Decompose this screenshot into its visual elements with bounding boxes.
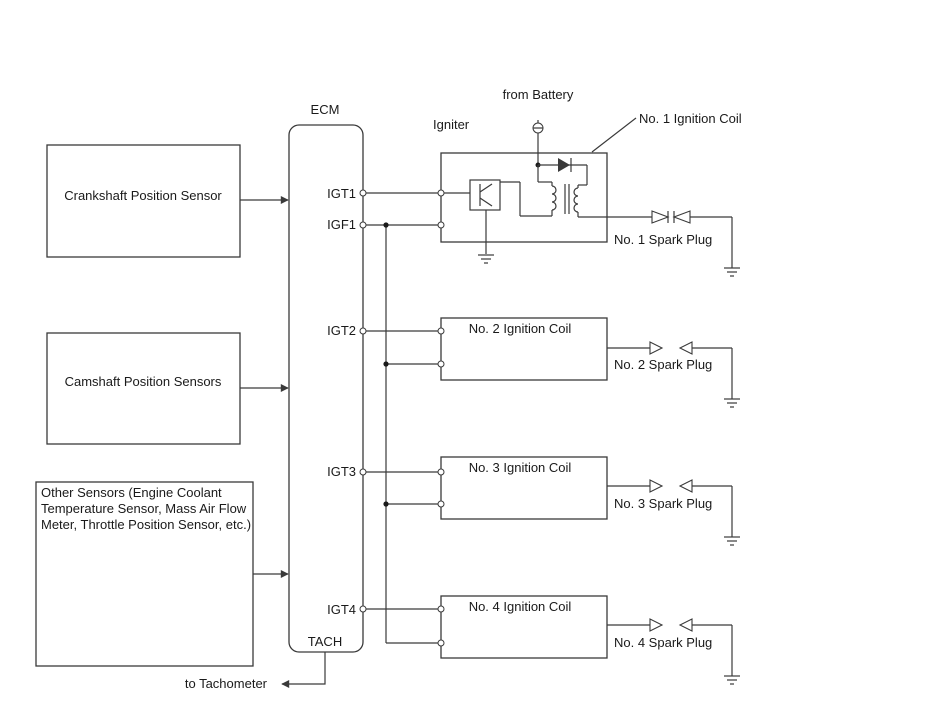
primary-coil-icon [551,185,557,211]
terminal-tach: TACH [308,634,342,649]
secondary-coil-icon [573,187,579,213]
ecm-label: ECM [311,102,340,117]
coil-2-box [440,317,608,381]
coil-3-label: No. 3 Ignition Coil [469,460,572,475]
to-tachometer-label: to Tachometer [185,676,268,691]
spark-plug-1-icon [651,210,691,224]
igniter-ground-icon [478,254,494,264]
spark-plug-1-ground-icon [724,267,740,277]
ecm-block [288,124,364,653]
crankshaft-sensor-label: Crankshaft Position Sensor [64,188,222,203]
spark-plug-2-icon [607,341,740,408]
transistor-icon [469,179,501,211]
camshaft-sensor-label: Camshaft Position Sensors [65,374,222,389]
igniter-box [440,152,608,243]
coil1-label: No. 1 Ignition Coil [639,111,742,126]
spark-plug-4-icon [607,618,740,685]
terminal-igt1: IGT1 [327,186,356,201]
spark-plug-1-label: No. 1 Spark Plug [614,232,712,247]
terminal-igt4: IGT4 [327,602,356,617]
diode-icon [558,158,570,172]
igf-bus [366,222,441,644]
igt-wires [366,192,441,610]
terminal-igf1: IGF1 [327,217,356,232]
coil-4-label: No. 4 Ignition Coil [469,599,572,614]
other-sensors-box [35,481,254,667]
spark-plug-3-label: No. 3 Spark Plug [614,496,712,511]
from-battery-label: from Battery [503,87,574,102]
spark-plug-4-label: No. 4 Spark Plug [614,635,712,650]
spark-plug-2-label: No. 2 Spark Plug [614,357,712,372]
other-sensors-label: Other Sensors (Engine Coolant Temperatur… [41,485,252,532]
igniter-label: Igniter [433,117,470,132]
crankshaft-sensor-box [46,144,241,258]
spark-plug-3-icon [607,479,740,546]
ecm-connector-pins [359,189,367,613]
coil-connector-pins [437,189,445,647]
coil-4-box [440,595,608,659]
terminal-igt3: IGT3 [327,464,356,479]
coil-3-box [440,456,608,520]
coil-2-label: No. 2 Ignition Coil [469,321,572,336]
coil1-leader-line [591,117,637,153]
camshaft-sensor-box [46,332,241,445]
terminal-igt2: IGT2 [327,323,356,338]
tach-output-arrow [281,652,326,688]
